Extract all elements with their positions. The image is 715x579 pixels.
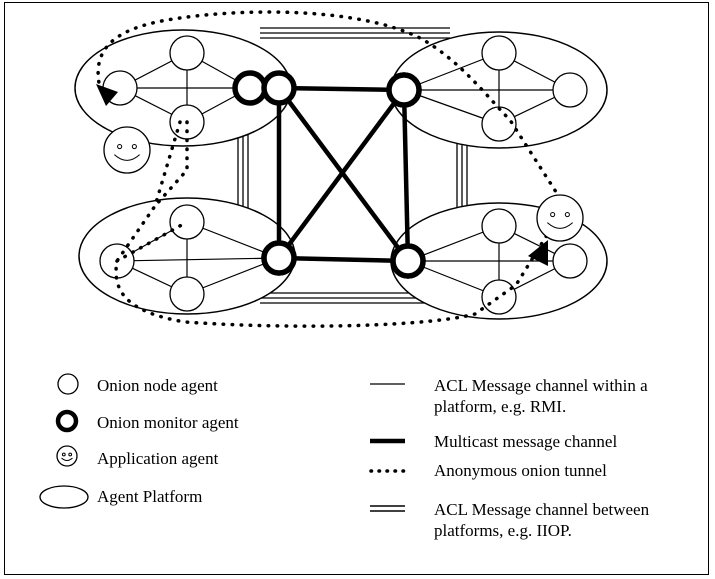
legend-icons	[39, 373, 408, 512]
legend-label-onion-node: Onion node agent	[97, 376, 218, 395]
onion-node-agent	[481, 208, 517, 244]
onion-node-agent	[169, 35, 205, 71]
tunnel-arrow-head	[528, 240, 548, 266]
iiop-channel-left	[237, 128, 249, 210]
application-agent-top-left	[103, 126, 151, 174]
onion-node-agent	[481, 279, 517, 315]
smiley-eye	[68, 452, 73, 457]
onion-monitor-agent	[390, 243, 426, 279]
onion-monitor-agent	[232, 70, 268, 106]
onion-node-icon	[57, 373, 79, 395]
onion-tunnel-path	[153, 120, 189, 208]
legend-label-acl-between-line1: ACL Message channel between	[434, 500, 650, 519]
legend-label-onion-monitor: Onion monitor agent	[97, 413, 239, 432]
application-agent-bottom-right	[536, 194, 584, 242]
smiley-face	[103, 126, 151, 174]
smiley-eye	[131, 143, 137, 150]
onion-node-agent	[552, 72, 588, 108]
smiley-icon	[56, 445, 78, 467]
legend-label-acl-within-line1: ACL Message channel within a	[434, 376, 648, 395]
legend-label-multicast: Multicast message channel	[434, 432, 618, 451]
double-line-icon	[370, 505, 405, 512]
onion-monitor-agent	[386, 72, 422, 108]
onion-node-agent	[169, 204, 205, 240]
anonymous-onion-tunnel	[96, 10, 568, 328]
tunnel-arrow-head	[96, 84, 118, 106]
acl-channel-line	[116, 257, 280, 262]
onion-monitor-icon	[55, 409, 79, 433]
legend-label-acl-between-line2: platforms, e.g. IIOP.	[434, 521, 572, 540]
platform-ellipse-icon	[39, 485, 89, 509]
onion-node-agent	[552, 243, 588, 279]
smiley-eye	[61, 452, 66, 457]
platform-top-left	[74, 29, 292, 147]
smiley-eye	[564, 211, 570, 218]
onion-tunnel-path	[96, 10, 568, 328]
legend-label-onion-tunnel: Anonymous onion tunnel	[434, 461, 607, 480]
multicast-channel-line	[401, 89, 411, 262]
legend-label-agent-platform: Agent Platform	[97, 487, 203, 506]
onion-monitor-agent	[261, 240, 297, 276]
smiley-eye	[117, 143, 123, 150]
smiley-mouth	[61, 457, 73, 461]
iiop-channel-top	[260, 27, 450, 39]
multicast-channel-line	[277, 88, 406, 260]
smiley-mouth	[114, 154, 140, 161]
onion-node-agent	[169, 276, 205, 312]
multicast-channels	[276, 85, 411, 264]
platforms-layer	[74, 10, 608, 328]
smiley-mouth	[547, 222, 573, 229]
legend-label-acl-within-line2: platform, e.g. RMI.	[434, 397, 567, 416]
smiley-face	[56, 445, 78, 467]
smiley-face	[536, 194, 584, 242]
multicast-channel-line	[278, 85, 405, 93]
onion-node-agent	[481, 35, 517, 71]
multicast-channel-line	[278, 255, 409, 264]
smiley-eye	[550, 211, 556, 218]
legend-label-application-agent: Application agent	[97, 449, 219, 468]
onion-monitor-agent	[261, 70, 297, 106]
